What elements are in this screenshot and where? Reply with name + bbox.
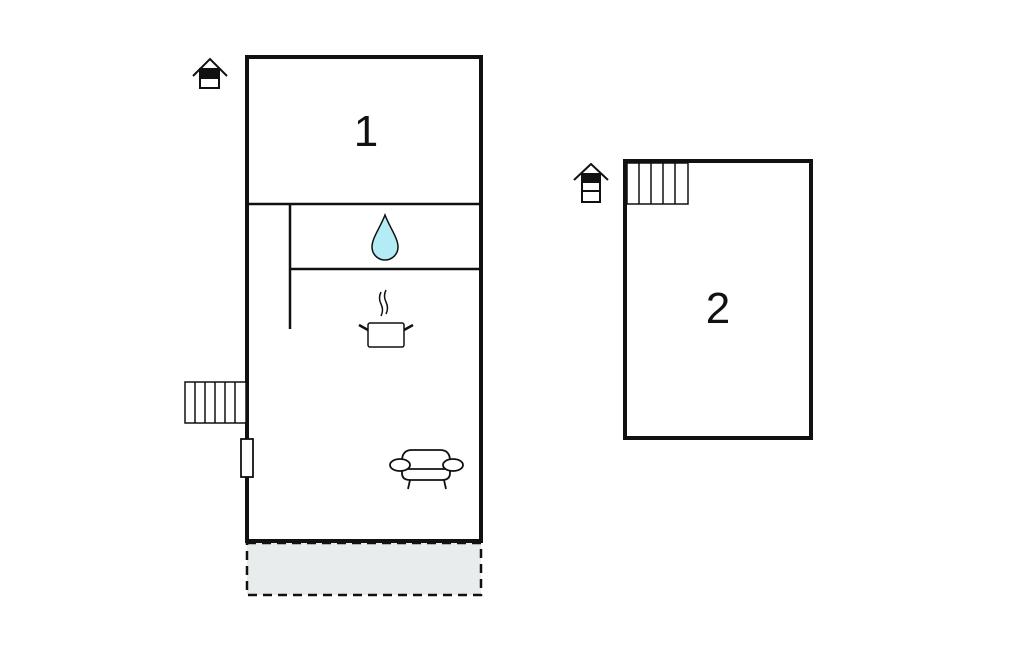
room-number-label: 2	[706, 284, 730, 333]
armchair-icon	[389, 449, 464, 490]
floor-1: 1	[184, 55, 483, 597]
floor-level-icon	[192, 57, 228, 89]
stairs	[626, 162, 689, 205]
floor-2: 2	[573, 159, 813, 440]
door	[240, 438, 254, 478]
floor-2-outer-wall	[623, 159, 813, 440]
terrace	[245, 541, 483, 597]
floor-level-icon	[573, 162, 609, 203]
room-number-label: 1	[354, 107, 378, 156]
water-drop-icon	[371, 212, 399, 261]
cooking-pot-icon	[358, 289, 414, 348]
entrance-stairs	[184, 381, 247, 424]
